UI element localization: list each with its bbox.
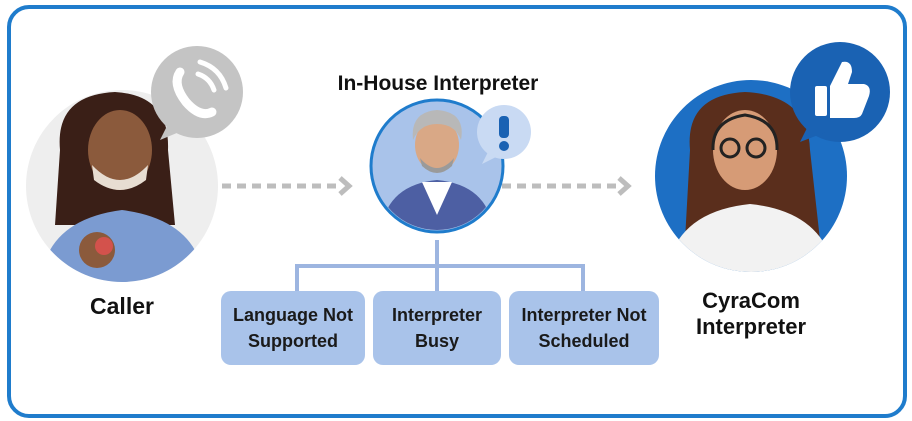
cyracom-interpreter-avatar xyxy=(655,80,847,272)
arrow-caller-to-inhouse xyxy=(222,176,353,196)
cyracom-interpreter-label: CyraCom Interpreter xyxy=(695,288,807,339)
diagram-title: In-House Interpreter xyxy=(337,72,539,95)
reason-connectors xyxy=(295,240,585,292)
arrow-inhouse-to-cyracom xyxy=(502,176,632,196)
phone-icon xyxy=(172,59,229,119)
reason-label: Interpreter Not Scheduled xyxy=(521,305,647,351)
reason-language-not-supported: Language Not Supported xyxy=(221,291,365,365)
exclamation-icon xyxy=(499,116,509,151)
caller-avatar xyxy=(26,90,218,282)
thumbs-up-icon xyxy=(815,61,870,118)
reason-label: Language Not Supported xyxy=(233,305,353,351)
reason-interpreter-not-scheduled: Interpreter Not Scheduled xyxy=(509,291,659,365)
reason-label: Interpreter Busy xyxy=(391,305,483,351)
reason-interpreter-busy: Interpreter Busy xyxy=(373,291,501,365)
inhouse-interpreter-avatar xyxy=(369,98,505,234)
caller-label: Caller xyxy=(90,293,154,319)
phone-bubble xyxy=(151,46,243,140)
